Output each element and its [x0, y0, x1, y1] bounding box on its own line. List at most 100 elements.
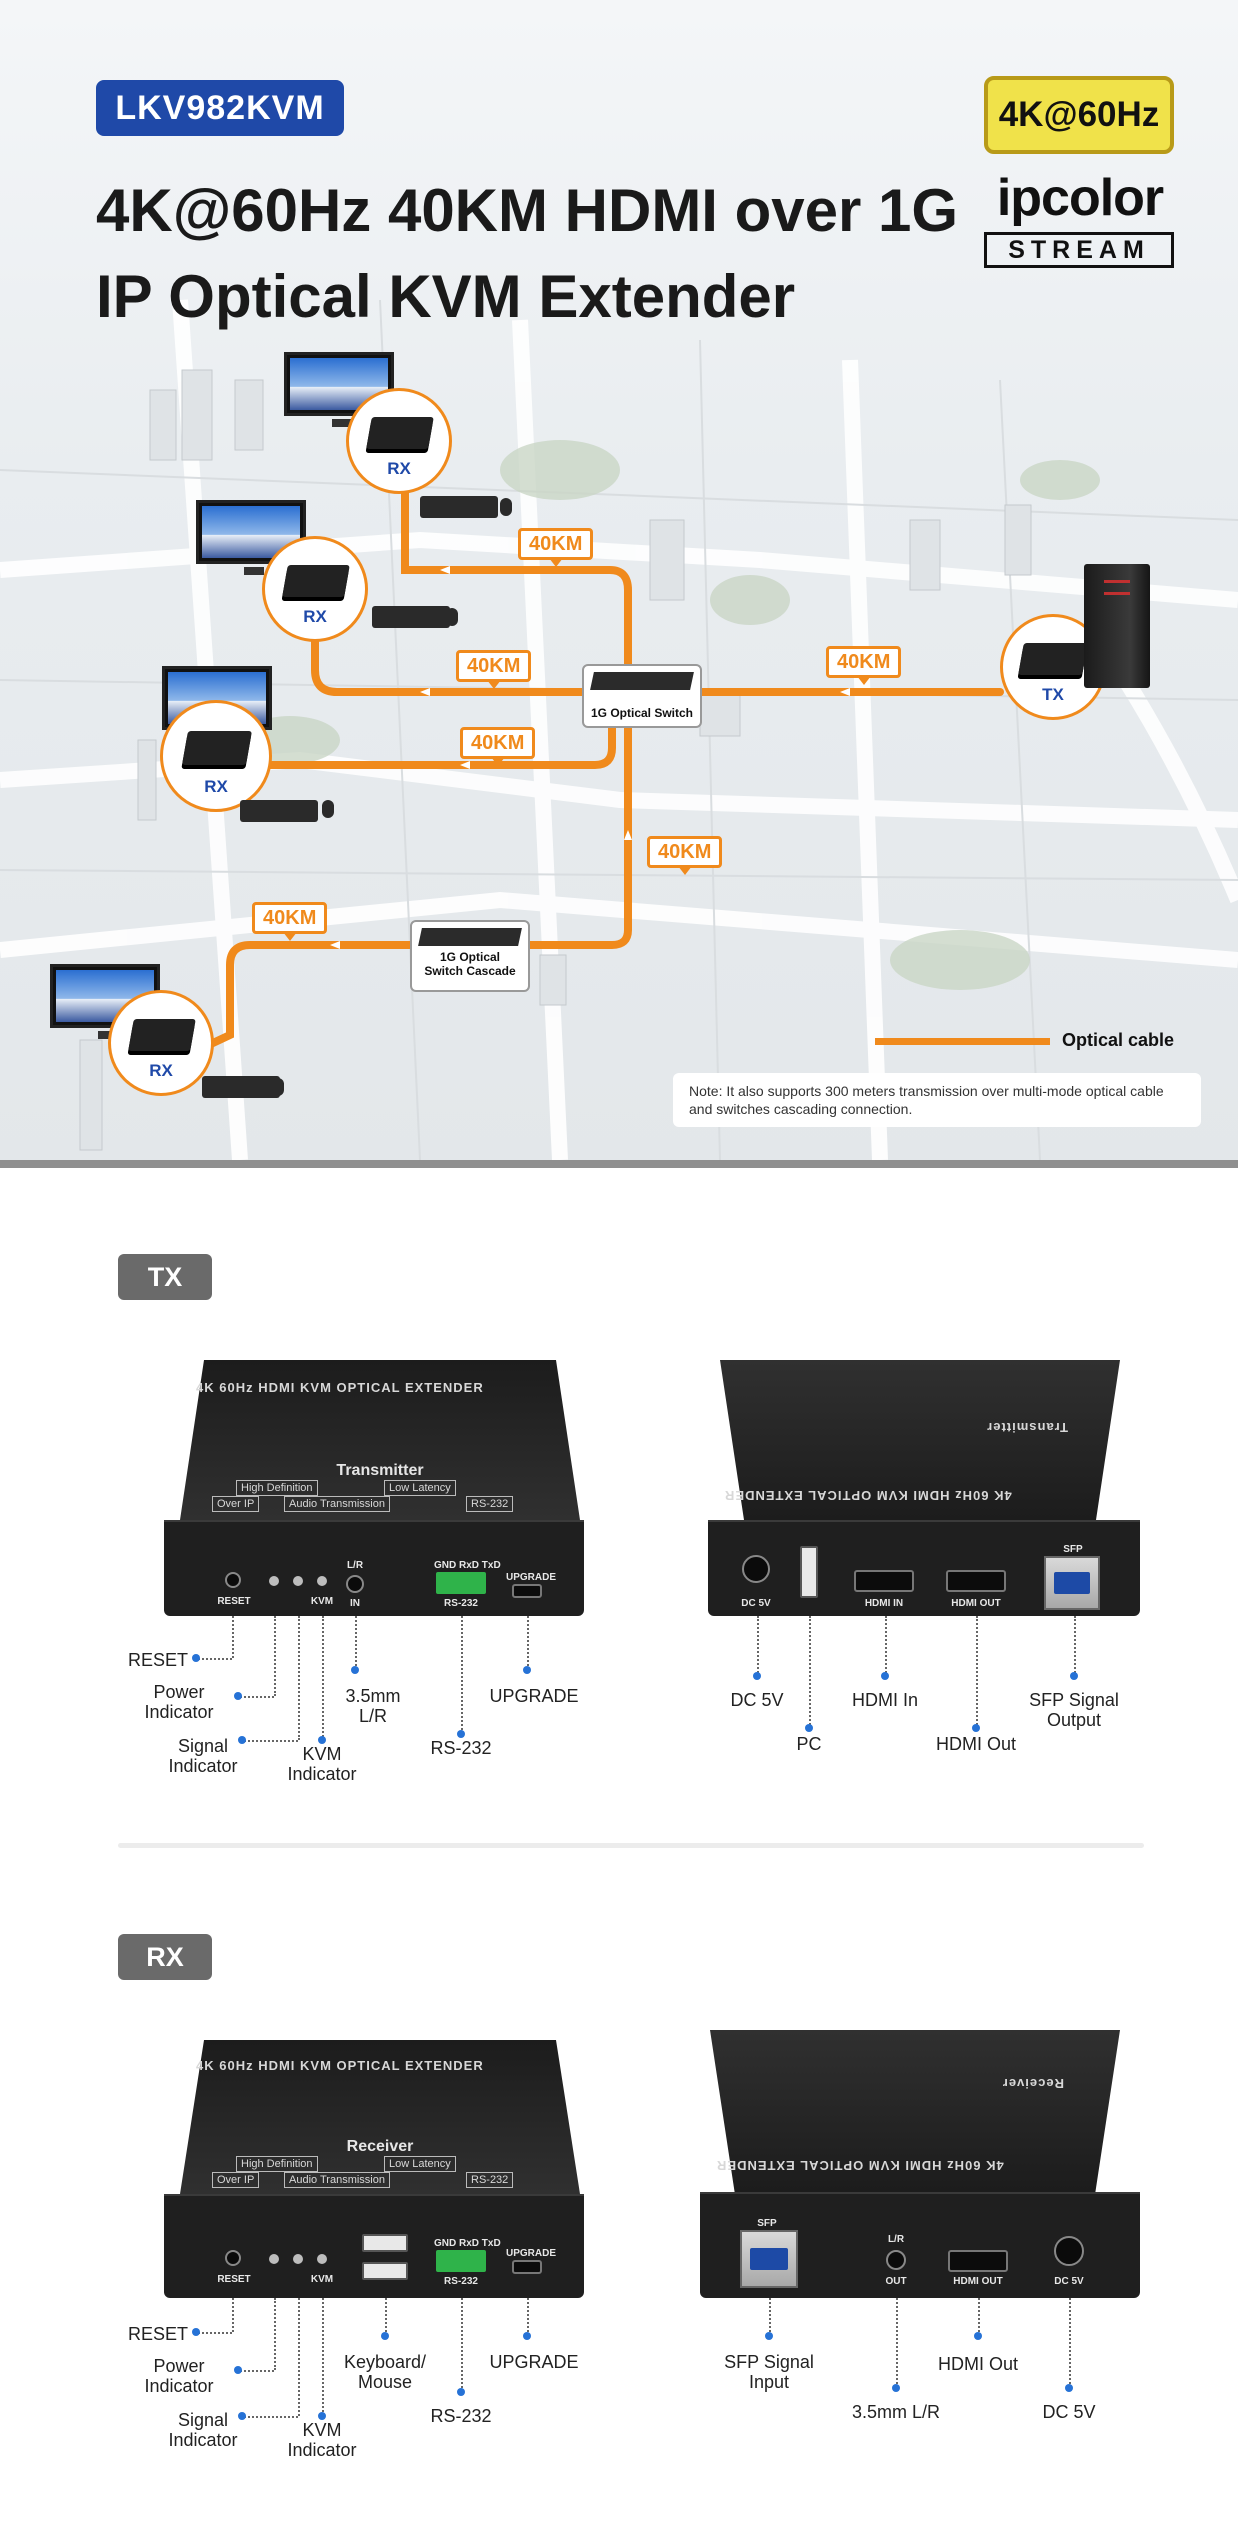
title-line-1: 4K@60Hz 40KM HDMI over 1G: [96, 177, 959, 244]
callout-marker: [892, 2384, 900, 2392]
mouse-icon: [322, 800, 334, 818]
monitor: [284, 352, 394, 427]
port-label: HDMI IN: [864, 1598, 904, 1609]
note-text: Note: It also supports 300 meters transm…: [673, 1073, 1201, 1127]
callout-marker: [192, 2328, 200, 2336]
device-top-title-rotated: 4K 60Hz HDMI KVM OPTICAL EXTENDER: [724, 1488, 1012, 1503]
callout-marker: [238, 1736, 246, 1744]
keyboard-icon: [420, 496, 498, 518]
callout-reset: RESET: [128, 1650, 189, 1670]
callout-marker: [753, 1672, 761, 1680]
device-top-title: 4K 60Hz HDMI KVM OPTICAL EXTENDER: [196, 2058, 484, 2073]
signal-led: [293, 2254, 303, 2264]
power-led: [269, 2254, 279, 2264]
rx-receiver-node: RX: [160, 700, 272, 812]
rx-label: RX: [303, 607, 327, 626]
brand-logo: ipcolor: [996, 169, 1164, 227]
kvm-led: [317, 1576, 327, 1586]
distance-label: 40KM: [518, 528, 594, 567]
receiver-device-icon: [282, 565, 350, 597]
optical-switch-cascade: 1G Optical Switch Cascade: [410, 920, 530, 992]
keyboard-icon: [240, 800, 318, 822]
callout-audio: 3.5mm L/R: [345, 1686, 401, 1726]
transmitter-device-icon: [1018, 643, 1088, 675]
distance-label: 40KM: [826, 646, 902, 685]
rx-receiver-node: RX: [108, 990, 214, 1096]
distance-label: 40KM: [460, 727, 536, 766]
device-feature: RS-232: [466, 1496, 514, 1512]
callout-marker: [457, 2388, 465, 2396]
receiver-device-icon: [182, 731, 252, 765]
switch-device-icon: [418, 928, 522, 946]
callout-marker: [238, 2412, 246, 2420]
section-divider: [118, 1843, 1144, 1848]
device-feature: Over IP: [212, 2172, 260, 2188]
rx-receiver-node: RX: [346, 388, 452, 494]
callout-power-indicator: Power Indicator: [144, 2356, 214, 2396]
hdmi-out-port[interactable]: [948, 2250, 1008, 2272]
port-label: DC 5V: [1054, 2276, 1084, 2287]
callout-dc: DC 5V: [1042, 2402, 1096, 2422]
reset-button[interactable]: [225, 2250, 241, 2266]
port-label: SFP: [1063, 1544, 1083, 1555]
port-label: RS-232: [444, 2276, 478, 2287]
port-label: UPGRADE: [506, 2248, 557, 2259]
rx-receiver-node: RX: [262, 536, 368, 642]
callout-marker: [318, 1736, 326, 1744]
upgrade-port[interactable]: [512, 2260, 542, 2274]
device-name: Transmitter: [336, 1462, 424, 1479]
sfp-cage[interactable]: [740, 2230, 798, 2288]
upgrade-port[interactable]: [512, 1584, 542, 1598]
pc-usb-port[interactable]: [800, 1546, 818, 1598]
callout-marker: [881, 1672, 889, 1680]
reset-button[interactable]: [225, 1572, 241, 1588]
port-label: GND RxD TxD: [434, 1560, 501, 1571]
optical-cable-legend-label: Optical cable: [1062, 1030, 1175, 1050]
kvm-led: [317, 2254, 327, 2264]
callout-marker: [351, 1666, 359, 1674]
hdmi-out-port[interactable]: [946, 1570, 1006, 1592]
rs232-terminal[interactable]: [436, 2250, 486, 2272]
sfp-cage[interactable]: [1044, 1556, 1100, 1610]
callout-marker: [1070, 1672, 1078, 1680]
mouse-icon: [500, 498, 512, 516]
cascade-label-line-2: Switch Cascade: [424, 964, 516, 978]
device-feature: Low Latency: [384, 2156, 456, 2172]
rx-label: RX: [149, 1061, 173, 1080]
rs232-terminal[interactable]: [436, 1572, 486, 1594]
usb-port-keyboard[interactable]: [362, 2234, 408, 2252]
callout-hdmi-in: HDMI In: [851, 1690, 918, 1710]
rx-label: RX: [204, 777, 228, 796]
hero-banner: LKV982KVM 4K@60Hz 40KM HDMI over 1G IP O…: [0, 0, 1238, 1168]
signal-led: [293, 1576, 303, 1586]
dc-power-jack[interactable]: [742, 1555, 770, 1583]
usb-port-mouse[interactable]: [362, 2262, 408, 2280]
device-name-rotated: Receiver: [1001, 2076, 1064, 2091]
keyboard-icon: [202, 1076, 280, 1098]
callout-signal-indicator: Signal Indicator: [168, 1736, 238, 1776]
device-feature: RS-232: [466, 2172, 514, 2188]
callout-marker: [234, 1692, 242, 1700]
port-label: RESET: [217, 2274, 251, 2285]
callout-kvm-indicator: KVM Indicator: [287, 2420, 357, 2460]
dc-power-jack[interactable]: [1054, 2236, 1084, 2266]
device-feature: Low Latency: [384, 1480, 456, 1496]
tx-front-device-top: [180, 1360, 580, 1520]
device-feature: Audio Transmission: [284, 2172, 390, 2188]
callout-marker: [1065, 2384, 1073, 2392]
hdmi-in-port[interactable]: [854, 1570, 914, 1592]
receiver-device-icon: [128, 1019, 196, 1051]
callout-reset: RESET: [128, 2324, 189, 2344]
optical-cable-legend-swatch: [875, 1038, 1050, 1045]
callout-upgrade: UPGRADE: [489, 2352, 579, 2372]
device-feature: Audio Transmission: [284, 1496, 390, 1512]
callout-power-indicator: Power Indicator: [144, 1682, 214, 1722]
callout-marker: [192, 1654, 200, 1662]
device-top-title: 4K 60Hz HDMI KVM OPTICAL EXTENDER: [196, 1380, 484, 1395]
audio-jack[interactable]: [346, 1575, 364, 1593]
tx-section-tag: TX: [118, 1254, 212, 1300]
audio-jack[interactable]: [886, 2250, 906, 2270]
device-name: Receiver: [346, 2138, 414, 2155]
cascade-label-line-1: 1G Optical: [439, 950, 501, 964]
distance-label: 40KM: [252, 902, 328, 941]
